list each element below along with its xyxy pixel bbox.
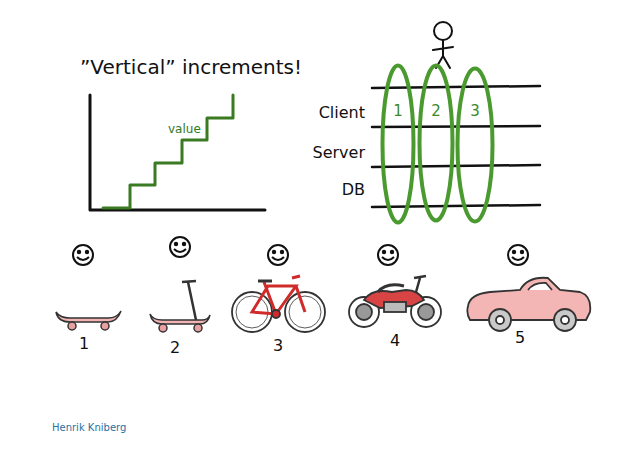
smiley xyxy=(378,245,398,265)
layer-label: Client xyxy=(319,103,365,122)
value-chart xyxy=(90,95,265,210)
slice-number: 2 xyxy=(417,102,455,120)
smiley xyxy=(73,245,93,265)
layer-label-holder: DB xyxy=(342,180,365,199)
step-number: 5 xyxy=(515,328,525,347)
layer-line xyxy=(372,86,540,88)
axis-label: value xyxy=(168,122,201,136)
smileys xyxy=(73,237,528,265)
oval-shape xyxy=(458,69,493,222)
step-number-holder: 2 xyxy=(170,338,180,357)
vertical-slice-oval: 2 xyxy=(417,63,455,223)
axis-label-holder: value xyxy=(168,118,201,137)
step-number: 1 xyxy=(79,334,89,353)
layer-label: Server xyxy=(313,143,365,162)
step-number: 4 xyxy=(390,331,400,350)
oval-outline xyxy=(380,63,416,225)
step-number: 3 xyxy=(273,336,283,355)
stick-figure xyxy=(433,22,453,68)
slice-number: 1 xyxy=(380,102,416,120)
oval-outline xyxy=(455,66,495,224)
layer-label: DB xyxy=(342,180,365,199)
oval-outline xyxy=(417,63,455,223)
step-number-holder: 5 xyxy=(515,328,525,347)
smiley xyxy=(508,245,528,265)
layer-line xyxy=(372,165,540,167)
car xyxy=(467,278,590,331)
oval-shape xyxy=(420,66,453,221)
step-number-holder: 1 xyxy=(79,334,89,353)
smiley xyxy=(170,237,190,257)
vertical-slice-oval: 3 xyxy=(455,66,495,224)
oval-shape xyxy=(383,66,414,223)
bicycle xyxy=(232,276,325,332)
motorcycle xyxy=(349,276,441,327)
step-number: 2 xyxy=(170,338,180,357)
layer-label-holder: Server xyxy=(313,143,365,162)
vertical-slice-oval: 1 xyxy=(380,63,416,225)
title-holder: ”Vertical” increments! xyxy=(80,55,302,79)
smiley xyxy=(268,245,288,265)
step-number-holder: 4 xyxy=(390,331,400,350)
author-credit-holder: Henrik Kniberg xyxy=(52,416,126,435)
step-number-holder: 3 xyxy=(273,336,283,355)
layer-label-holder: Client xyxy=(319,103,365,122)
chart-axes xyxy=(90,95,265,210)
value-staircase xyxy=(103,95,233,208)
skateboard xyxy=(56,311,121,330)
title: ”Vertical” increments! xyxy=(80,55,302,79)
layer-line xyxy=(372,205,540,207)
figure-head xyxy=(434,22,452,40)
slice-number: 3 xyxy=(455,102,495,120)
scooter xyxy=(150,281,210,332)
author-credit: Henrik Kniberg xyxy=(52,422,126,433)
